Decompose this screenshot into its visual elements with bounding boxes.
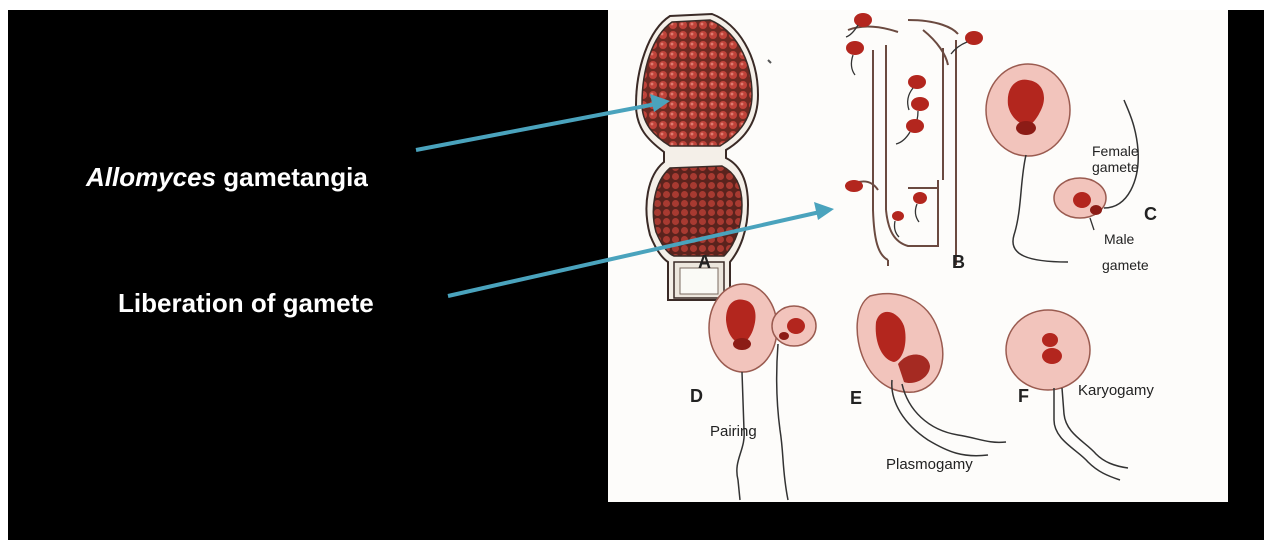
panel-letter-e: E	[850, 388, 862, 408]
caption-gametangia: Allomyces gametangia	[86, 162, 368, 193]
label-plasmogamy: Plasmogamy	[886, 456, 973, 473]
caption-liberation: Liberation of gamete	[118, 288, 374, 319]
label-male-gamete-line2: gamete	[1102, 257, 1149, 273]
life-cycle-figure: A B C D E F Female gamete Male gamete Pa…	[608, 10, 1228, 502]
plasmogamy-drawing	[857, 294, 1006, 456]
life-cycle-illustration: A B C D E F Female gamete Male gamete Pa…	[608, 10, 1228, 502]
panel-letter-d: D	[690, 386, 703, 406]
caption-genus: Allomyces	[86, 162, 216, 192]
label-pairing: Pairing	[710, 423, 757, 440]
panel-letter-a: A	[698, 252, 711, 272]
panel-letter-f: F	[1018, 386, 1029, 406]
panel-letter-c: C	[1144, 204, 1157, 224]
zoospores	[845, 13, 983, 237]
caption-gametangia-rest: gametangia	[216, 162, 368, 192]
label-male-gamete-line1: Male	[1104, 231, 1135, 247]
liberation-drawing	[846, 20, 958, 266]
label-female-gamete-line1: Female	[1092, 143, 1139, 159]
panel-letter-b: B	[952, 252, 965, 272]
label-female-gamete-line2: gamete	[1092, 159, 1139, 175]
label-karyogamy: Karyogamy	[1078, 382, 1154, 399]
slide: Allomyces gametangia Liberation of gamet…	[8, 10, 1264, 540]
pairing-drawing	[709, 284, 816, 500]
